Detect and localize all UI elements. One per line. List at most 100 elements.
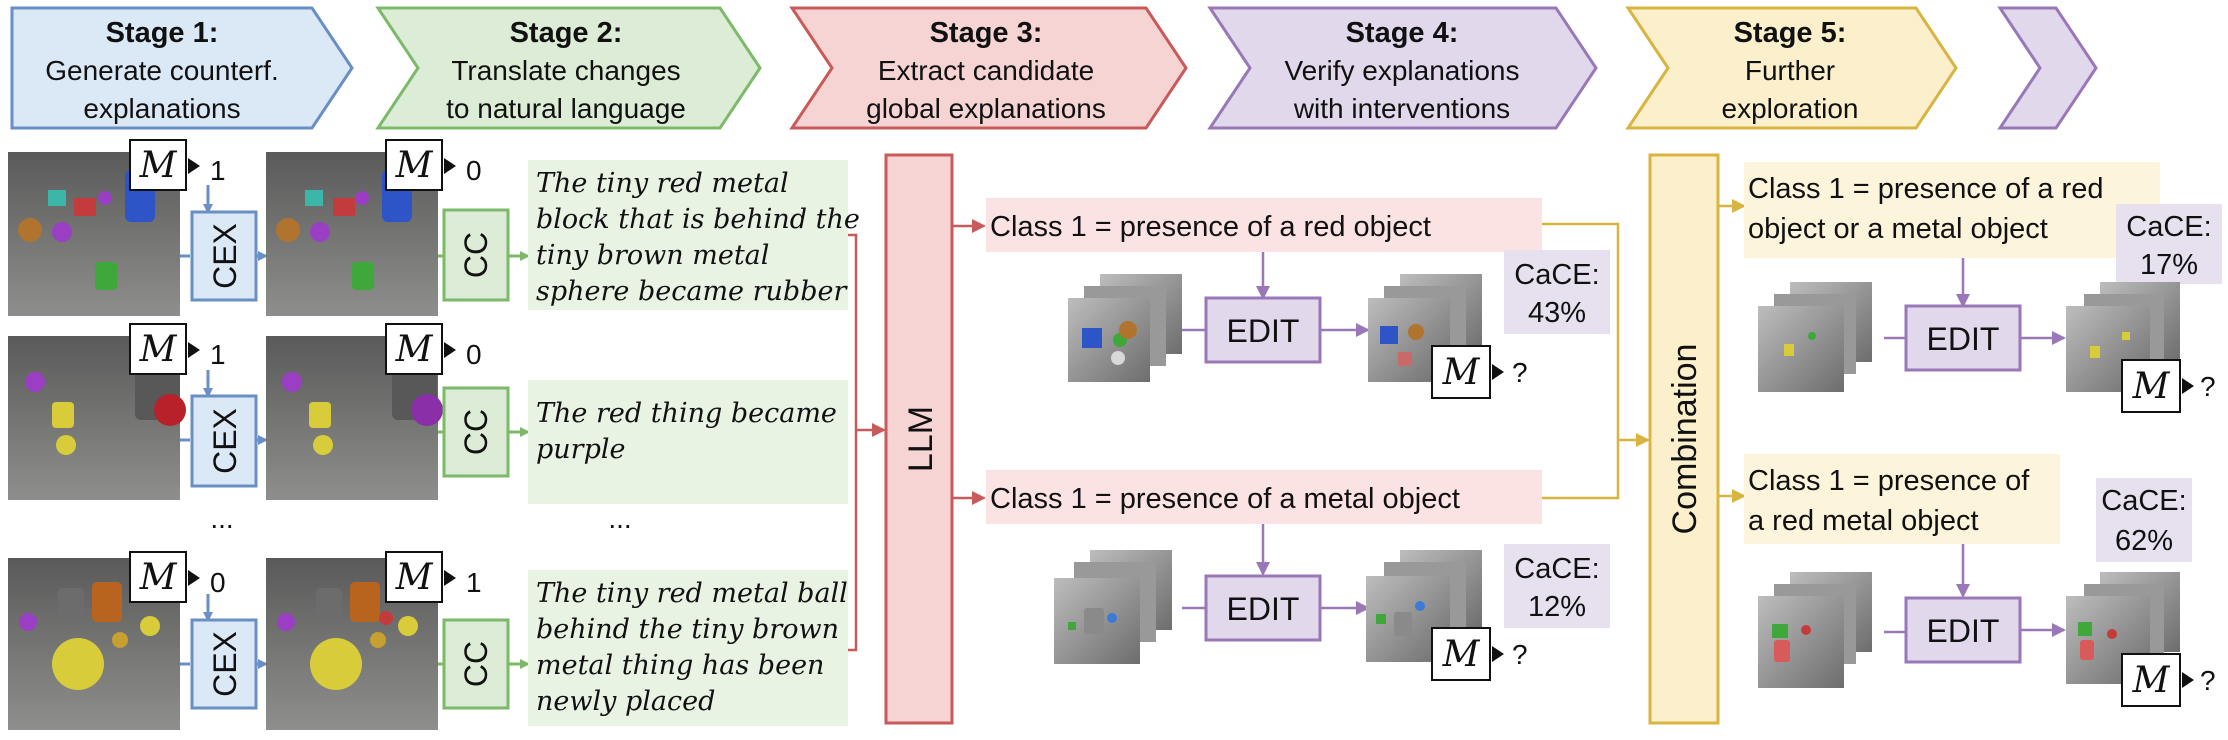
model-box-counterfactual: M 0 xyxy=(385,323,482,375)
edit-box xyxy=(1204,296,1322,364)
hypothesis-line-1: Class 1 = presence of xyxy=(1748,465,2030,497)
cace-label: CaCE: xyxy=(2101,485,2186,517)
stage1-ellipsis: ... xyxy=(210,503,233,534)
stage4-hypothesis-2: Class 1 = presence of a metal object EDI… xyxy=(986,470,1610,681)
query-mark: ? xyxy=(2200,665,2216,696)
svg-text:M: M xyxy=(395,557,434,598)
image-stack-input xyxy=(1758,282,1872,392)
caption-line-2: behind the tiny brown xyxy=(536,614,839,645)
image-stack-edited xyxy=(2066,282,2180,392)
edit-box xyxy=(1904,596,2022,664)
svg-text:M: M xyxy=(1442,352,1481,393)
stage5-hypothesis-1: Class 1 = presence of a red object or a … xyxy=(1744,162,2222,413)
image-stack-input xyxy=(1758,572,1872,688)
prediction-after: 0 xyxy=(466,339,482,370)
prediction-after: 0 xyxy=(466,155,482,186)
model-box: M 1 xyxy=(129,323,226,375)
stage-3-line-1: Extract candidate xyxy=(878,55,1094,86)
caption-box xyxy=(528,570,848,726)
hypothesis-line-2: object or a metal object xyxy=(1748,213,2048,245)
stage-3-title: Stage 3: xyxy=(930,17,1043,49)
model-box: M ? xyxy=(1431,627,1528,681)
edit-box xyxy=(1904,304,2022,372)
edit-label: EDIT xyxy=(1227,591,1300,627)
cace-value: 12% xyxy=(1528,591,1586,623)
cex-box xyxy=(190,394,258,488)
stage-3-chevron: Stage 3: Extract candidate global explan… xyxy=(789,6,1188,130)
model-box: M 0 xyxy=(129,551,226,603)
stage-2-chevron: Stage 2: Translate changes to natural la… xyxy=(375,6,762,130)
svg-text:M: M xyxy=(2132,366,2171,407)
cace-box xyxy=(1504,544,1610,628)
prediction-after: 1 xyxy=(466,567,482,598)
caption-line-1: The tiny red metal ball xyxy=(536,578,848,609)
stage4-hypothesis-1: Class 1 = presence of a red object EDIT … xyxy=(986,198,1610,399)
stage1-row-2: CEX M 1 M 0 CC The red thing became pur xyxy=(8,323,848,504)
svg-text:M: M xyxy=(2132,660,2171,701)
svg-text:M: M xyxy=(395,145,434,186)
stage1-row-1: CEX M 1 M 0 CC The tiny red m xyxy=(8,139,860,316)
edit-label: EDIT xyxy=(1227,313,1300,349)
model-box-counterfactual: M 1 xyxy=(385,551,482,603)
stage-1-title: Stage 1: xyxy=(106,17,219,49)
prediction-before: 1 xyxy=(210,155,226,186)
hypothesis-box xyxy=(1744,162,2160,258)
stage-2-line-1: Translate changes xyxy=(451,55,680,86)
edit-label: EDIT xyxy=(1927,613,2000,649)
stage-1-line-1: Generate counterf. xyxy=(45,55,278,86)
model-box-counterfactual: M 0 xyxy=(385,139,482,191)
hypothesis-text: Class 1 = presence of a red object xyxy=(990,211,1431,243)
caption-box xyxy=(528,380,848,504)
cace-label: CaCE: xyxy=(1514,259,1599,291)
svg-text:M: M xyxy=(139,329,178,370)
caption-line-2: purple xyxy=(536,434,625,465)
stage-2-title: Stage 2: xyxy=(510,17,623,49)
model-box: M ? xyxy=(1431,345,1528,399)
caption-line-1: The tiny red metal xyxy=(536,168,789,199)
combination-box xyxy=(1648,153,1720,725)
cex-label: CEX xyxy=(207,223,243,289)
stage-2-line-2: to natural language xyxy=(446,93,686,124)
cc-box xyxy=(442,618,510,710)
hypothesis-box xyxy=(986,198,1542,252)
stage-5-line-1: Further xyxy=(1745,55,1835,86)
model-box: M ? xyxy=(2121,359,2216,413)
cex-label: CEX xyxy=(207,631,243,697)
cace-box xyxy=(2116,204,2222,284)
loop-back-chevron xyxy=(1997,6,2098,130)
cace-label: CaCE: xyxy=(1514,553,1599,585)
llm-label: LLM xyxy=(902,406,940,472)
cace-value: 17% xyxy=(2140,249,2198,281)
stage-header-bar: Stage 1: Generate counterf. explanations… xyxy=(10,6,2098,130)
cex-label: CEX xyxy=(207,408,243,474)
cc-label: CC xyxy=(458,641,494,687)
combination-label: Combination xyxy=(1666,344,1704,535)
svg-text:M: M xyxy=(395,329,434,370)
caption-line-4: newly placed xyxy=(536,686,715,717)
query-mark: ? xyxy=(1512,639,1528,670)
hypotheses-to-combination xyxy=(1542,222,1650,500)
stage-4-line-2: with interventions xyxy=(1293,93,1510,124)
image-stack-input xyxy=(1054,550,1172,664)
caption-box xyxy=(528,160,848,310)
svg-text:M: M xyxy=(1442,634,1481,675)
stage2-ellipsis: ... xyxy=(608,503,631,534)
stage-5-line-2: exploration xyxy=(1722,93,1859,124)
cc-label: CC xyxy=(458,409,494,455)
svg-text:M: M xyxy=(139,145,178,186)
stage-3-line-2: global explanations xyxy=(866,93,1106,124)
stage-4-chevron: Stage 4: Verify explanations with interv… xyxy=(1207,6,1598,130)
stage-4-title: Stage 4: xyxy=(1346,17,1459,49)
stage-5-chevron: Stage 5: Further exploration xyxy=(1625,6,1958,130)
cace-value: 43% xyxy=(1528,297,1586,329)
model-box: M 1 xyxy=(129,139,226,191)
caption-line-3: tiny brown metal xyxy=(536,240,769,271)
stage-1-line-2: explanations xyxy=(83,93,240,124)
svg-text:M: M xyxy=(139,557,178,598)
edit-label: EDIT xyxy=(1927,321,2000,357)
cc-box xyxy=(442,386,510,478)
prediction-before: 1 xyxy=(210,339,226,370)
llm-box xyxy=(884,153,954,725)
stage1-row-3: CEX M 0 M 1 CC The tiny red m xyxy=(8,551,848,730)
